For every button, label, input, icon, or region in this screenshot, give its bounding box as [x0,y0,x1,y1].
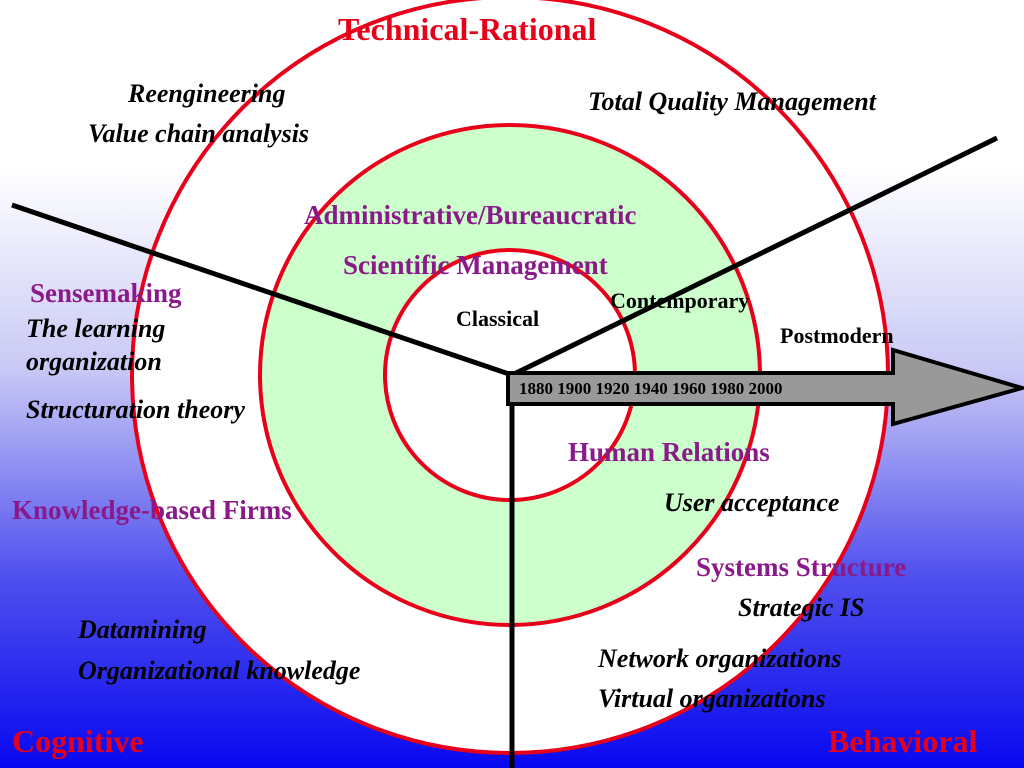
paradigm-sensemaking: Sensemaking [30,278,182,308]
topic-learning-org-line1: The learning [26,314,166,343]
topic-strategic-is: Strategic IS [738,593,865,622]
era-contemporary: Contemporary [610,288,750,313]
timeline-arrow [506,347,1024,427]
topic-reengineering: Reengineering [128,79,286,108]
paradigm-knowledge-firms: Knowledge-based Firms [12,495,292,525]
divider-right [510,135,999,378]
paradigm-human-relations: Human Relations [568,437,770,467]
topic-learning-org-line2: organization [26,347,162,376]
paradigm-administrative: Administrative/Bureaucratic [304,200,637,230]
topic-org-knowledge: Organizational knowledge [78,656,361,685]
topic-structuration: Structuration theory [26,395,245,424]
topic-datamining: Datamining [78,615,207,644]
topic-user-acceptance: User acceptance [664,488,840,517]
topic-virtual-orgs: Virtual organizations [598,684,826,713]
pole-behavioral: Behavioral [828,723,978,759]
timeline-ticks: 1880 1900 1920 1940 1960 1980 2000 [519,379,783,398]
divider-left [11,202,513,378]
topic-network-orgs: Network organizations [598,644,842,673]
paradigm-systems-structure: Systems Structure [696,552,907,582]
topic-tqm: Total Quality Management [588,87,876,116]
paradigm-scientific: Scientific Management [343,250,608,280]
era-postmodern: Postmodern [780,323,894,348]
topic-value-chain: Value chain analysis [88,119,310,148]
pole-technical-rational: Technical-Rational [338,11,597,47]
era-classical: Classical [456,306,540,331]
pole-cognitive: Cognitive [12,723,144,759]
